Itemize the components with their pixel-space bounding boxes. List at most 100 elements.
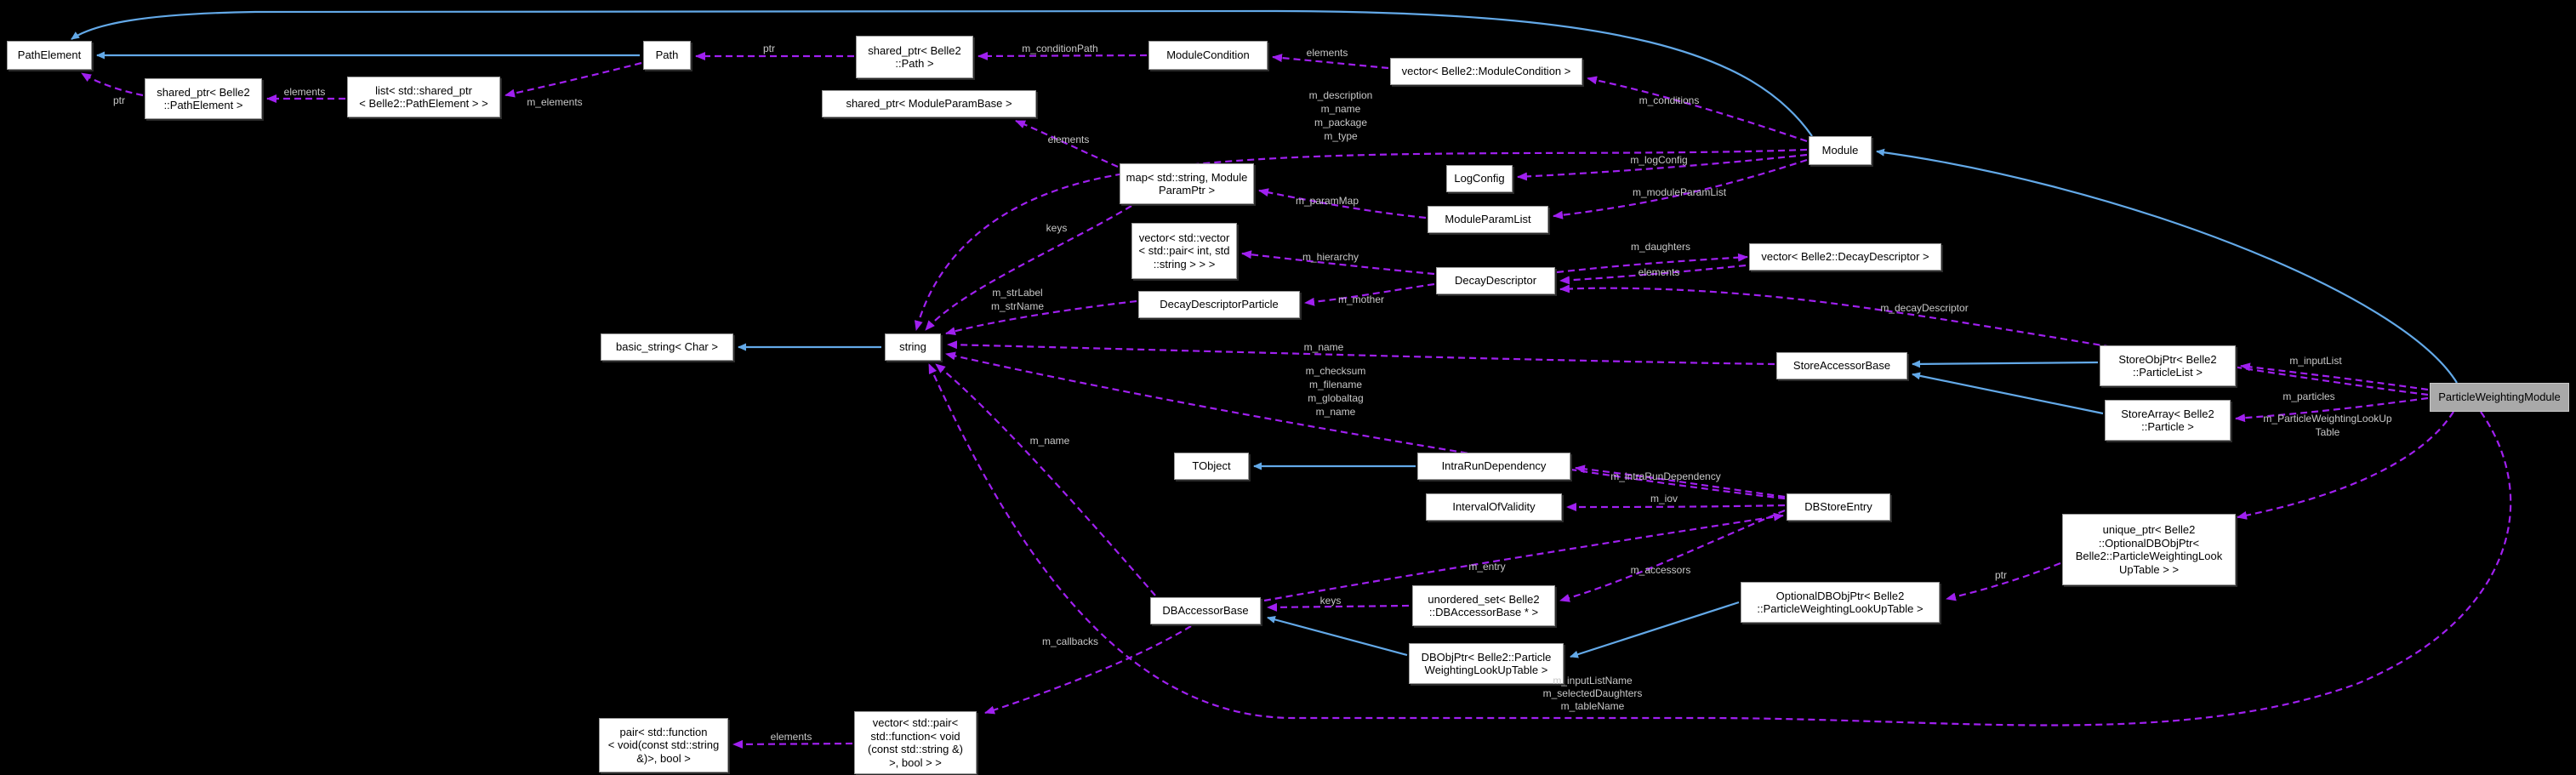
- node-list-shared-ptr-path-element[interactable]: list< std::shared_ptr< Belle2::PathEleme…: [347, 77, 500, 117]
- node-store-accessor-base[interactable]: StoreAccessorBase: [1776, 352, 1907, 379]
- node-store-array-particle-label: ::Particle >: [2141, 420, 2194, 433]
- inheritance-edge-2: [1876, 148, 2458, 384]
- node-vector-pair-function-bool-label: vector< std::pair<: [872, 716, 959, 729]
- usage-edge-28: [947, 340, 1775, 366]
- usage-edge-17: [1517, 153, 1808, 181]
- node-path-element[interactable]: PathElement: [7, 41, 92, 70]
- node-unique-ptr-optional-db-obj-ptr-label: unique_ptr< Belle2: [2102, 523, 2196, 536]
- node-unordered-set-db-accessor-base-label: unordered_set< Belle2: [1428, 592, 1540, 606]
- node-map-module-param-ptr-label: ParamPtr >: [1158, 184, 1216, 197]
- node-db-accessor-base[interactable]: DBAccessorBase: [1150, 597, 1261, 624]
- node-unique-ptr-optional-db-obj-ptr-label: Belle2::ParticleWeightingLook: [2075, 550, 2223, 562]
- usage-edge-36: [2240, 362, 2429, 391]
- node-list-shared-ptr-path-element-label: < Belle2::PathElement > >: [359, 97, 488, 110]
- node-list-shared-ptr-path-element-label: list< std::shared_ptr: [375, 83, 472, 97]
- node-vector-decay-descriptor-label: vector< Belle2::DecayDescriptor >: [1761, 250, 1929, 264]
- node-shared-ptr-module-param-base-label: shared_ptr< ModuleParamBase >: [846, 97, 1012, 111]
- node-module-condition[interactable]: ModuleCondition: [1148, 41, 1268, 70]
- node-vector-pair-function-bool-label: >, bool > >: [889, 755, 942, 769]
- node-shared-ptr-module-param-base[interactable]: shared_ptr< ModuleParamBase >: [822, 90, 1036, 117]
- node-string[interactable]: string: [885, 333, 941, 361]
- node-t-object-label: TObject: [1192, 459, 1231, 473]
- node-intra-run-dependency-label: IntraRunDependency: [1441, 459, 1547, 473]
- inheritance-edge-0: [71, 9, 1813, 137]
- node-vector-decay-descriptor[interactable]: vector< Belle2::DecayDescriptor >: [1749, 243, 1941, 271]
- node-optional-db-obj-ptr-label: OptionalDBObjPtr< Belle2: [1775, 589, 1905, 602]
- node-particle-weighting-module[interactable]: ParticleWeightingModule: [2430, 383, 2569, 412]
- node-module-label: Module: [1821, 144, 1859, 157]
- node-decay-descriptor-label: DecayDescriptor: [1454, 274, 1537, 288]
- usage-edge-27: [945, 299, 1137, 335]
- node-unique-ptr-optional-db-obj-ptr[interactable]: unique_ptr< Belle2::OptionalDBObjPtr<Bel…: [2062, 514, 2236, 585]
- node-shared-ptr-path-label: ::Path >: [895, 57, 934, 70]
- node-db-store-entry[interactable]: DBStoreEntry: [1787, 493, 1890, 521]
- node-decay-descriptor-particle[interactable]: DecayDescriptorParticle: [1138, 291, 1300, 318]
- node-interval-of-validity[interactable]: IntervalOfValidity: [1426, 493, 1562, 521]
- node-unordered-set-db-accessor-base-label: ::DBAccessorBase * >: [1428, 606, 1539, 618]
- node-vector-module-condition[interactable]: vector< Belle2::ModuleCondition >: [1390, 58, 1582, 85]
- node-pair-function-bool[interactable]: pair< std::function< void(const std::str…: [599, 718, 728, 772]
- node-store-obj-ptr-particle-list-label: StoreObjPtr< Belle2: [2118, 352, 2217, 366]
- node-unordered-set-db-accessor-base[interactable]: unordered_set< Belle2::DBAccessorBase * …: [1412, 585, 1555, 626]
- node-optional-db-obj-ptr[interactable]: OptionalDBObjPtr< Belle2::ParticleWeight…: [1741, 582, 1940, 623]
- node-interval-of-validity-label: IntervalOfValidity: [1452, 500, 1536, 514]
- node-optional-db-obj-ptr-label: ::ParticleWeightingLookUpTable >: [1757, 602, 1923, 615]
- node-vector-pair-function-bool[interactable]: vector< std::pair<std::function< void(co…: [854, 711, 977, 774]
- node-store-array-particle[interactable]: StoreArray< Belle2::Particle >: [2105, 400, 2231, 441]
- usage-edge-25: [1559, 264, 1747, 285]
- node-path-label: Path: [655, 48, 679, 62]
- node-db-store-entry-label: DBStoreEntry: [1804, 500, 1872, 514]
- usage-edge-26: [1559, 284, 2429, 396]
- usage-edge-11: [504, 61, 642, 98]
- node-shared-ptr-path-element-label: ::PathElement >: [163, 99, 243, 111]
- usage-edge-22: [1241, 250, 1435, 276]
- usage-edge-30: [1575, 464, 1786, 499]
- usage-edge-15: [1587, 76, 1808, 143]
- node-module[interactable]: Module: [1809, 136, 1872, 165]
- usage-edge-38: [2237, 411, 2454, 520]
- usage-edge-40: [984, 625, 1192, 715]
- node-basic-string-label: basic_string< Char >: [616, 340, 718, 354]
- node-module-param-list-label: ModuleParamList: [1445, 213, 1531, 226]
- usage-edge-24: [1556, 253, 1748, 274]
- node-vector-hierarchy[interactable]: vector< std::vector< std::pair< int, std…: [1131, 223, 1237, 279]
- inheritance-edge-5: [1912, 372, 2104, 415]
- node-shared-ptr-path-element[interactable]: shared_ptr< Belle2::PathElement >: [145, 78, 262, 119]
- node-vector-module-condition-label: vector< Belle2::ModuleCondition >: [1401, 65, 1571, 78]
- inheritance-edge-4: [1912, 360, 2099, 368]
- node-decay-descriptor-particle-label: DecayDescriptorParticle: [1160, 298, 1279, 311]
- node-path-element-label: PathElement: [17, 48, 82, 62]
- usage-edge-35: [1946, 561, 2061, 601]
- node-shared-ptr-path-label: shared_ptr< Belle2: [868, 43, 961, 57]
- node-shared-ptr-path[interactable]: shared_ptr< Belle2::Path >: [856, 36, 973, 78]
- node-log-config[interactable]: LogConfig: [1446, 165, 1513, 192]
- node-pair-function-bool-label: pair< std::function: [619, 725, 708, 738]
- node-string-label: string: [899, 340, 926, 354]
- node-intra-run-dependency[interactable]: IntraRunDependency: [1417, 453, 1570, 480]
- node-module-param-list[interactable]: ModuleParamList: [1428, 206, 1548, 233]
- usage-edge-16: [914, 148, 1808, 331]
- usage-edge-14: [1272, 54, 1389, 70]
- node-log-config-label: LogConfig: [1454, 172, 1505, 185]
- node-t-object[interactable]: TObject: [1174, 453, 1249, 480]
- usage-edge-33: [1559, 509, 1786, 602]
- usage-edge-18: [1553, 158, 1808, 219]
- node-vector-hierarchy-label: vector< std::vector: [1138, 231, 1230, 244]
- usage-edge-29: [945, 351, 1786, 500]
- usage-edge-39: [927, 363, 2512, 727]
- usage-edge-31: [1566, 502, 1786, 511]
- usage-edge-13: [977, 51, 1148, 60]
- node-store-obj-ptr-particle-list[interactable]: StoreObjPtr< Belle2::ParticleList >: [2100, 345, 2236, 386]
- node-basic-string[interactable]: basic_string< Char >: [601, 333, 733, 361]
- node-pair-function-bool-label: &)>, bool >: [636, 751, 691, 765]
- node-db-accessor-base-label: DBAccessorBase: [1162, 604, 1249, 618]
- node-path[interactable]: Path: [643, 41, 691, 70]
- node-pair-function-bool-label: < void(const std::string: [607, 738, 720, 752]
- node-decay-descriptor[interactable]: DecayDescriptor: [1436, 267, 1555, 294]
- usage-edge-21: [925, 205, 1132, 331]
- node-vector-hierarchy-label: < std::pair< int, std: [1138, 244, 1230, 258]
- node-module-condition-label: ModuleCondition: [1166, 48, 1250, 62]
- usage-edge-32: [1263, 512, 1784, 602]
